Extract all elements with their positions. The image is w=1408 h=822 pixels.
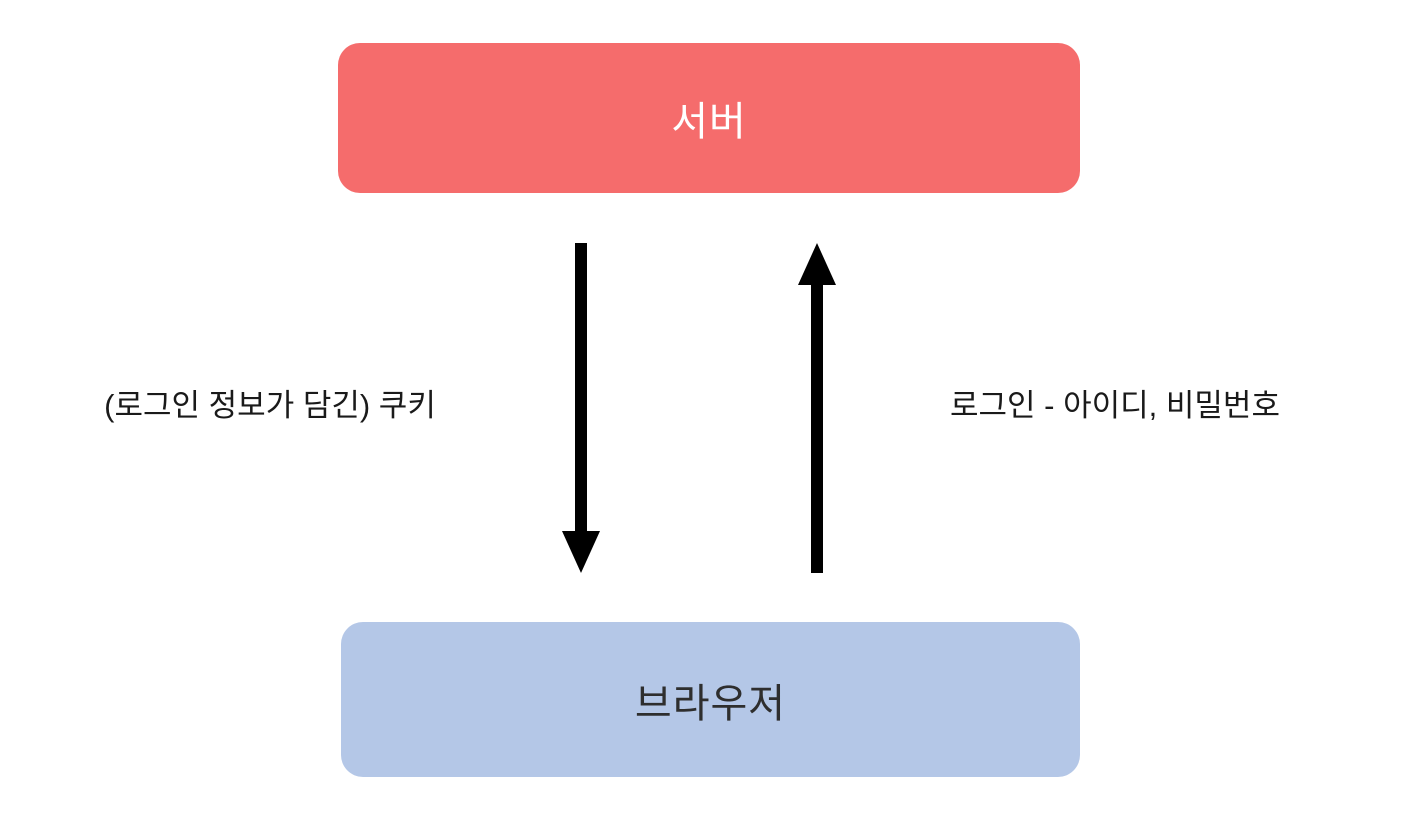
login-edge-label: 로그인 - 아이디, 비밀번호 <box>950 388 1280 423</box>
cookie-edge-label: (로그인 정보가 담긴) 쿠키 <box>104 388 436 423</box>
arrow-down-icon <box>562 243 600 573</box>
browser-node-label: 브라우저 <box>634 681 787 726</box>
arrow-up-icon <box>798 243 836 573</box>
browser-node: 브라우저 <box>341 622 1080 777</box>
server-node-label: 서버 <box>671 100 747 144</box>
server-node: 서버 <box>338 43 1080 193</box>
